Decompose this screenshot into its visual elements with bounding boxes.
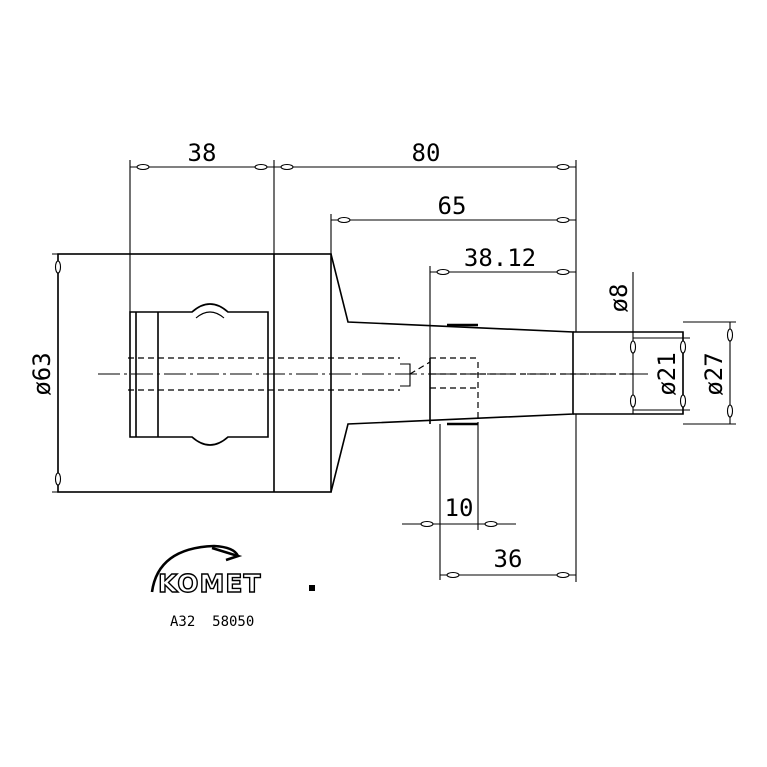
dimension-36-label: 36 <box>494 545 523 573</box>
part-outline <box>57 253 684 493</box>
dimension-dia-21-label: ø21 <box>653 352 681 395</box>
part-code: A32 58050 <box>170 614 254 630</box>
dimension-dia-21: ø21 <box>629 332 690 414</box>
dimension-38-label: 38 <box>188 139 217 167</box>
dimension-10: 10 <box>402 424 516 580</box>
dimension-dia-63: ø63 <box>28 253 130 493</box>
dimension-38: 38 <box>129 139 275 312</box>
dimension-dia-8-label: ø8 <box>605 284 633 313</box>
dimension-10-label: 10 <box>445 494 474 522</box>
dimension-65: 65 <box>330 192 576 254</box>
dimension-dia-27: ø27 <box>683 321 736 425</box>
dimension-80-label: 80 <box>412 139 441 167</box>
dimension-38-12: 38.12 <box>429 244 576 358</box>
dimension-65-label: 65 <box>438 192 467 220</box>
dimension-80: 80 <box>274 139 577 332</box>
komet-logo: KOMET A32 58050 <box>150 544 315 630</box>
logo-dot <box>309 585 315 591</box>
dimension-36: 36 <box>440 414 577 582</box>
dimension-38-12-label: 38.12 <box>464 244 536 272</box>
dimension-dia-27-label: ø27 <box>700 352 728 395</box>
dimension-dia-8: ø8 <box>605 272 634 332</box>
dimension-dia-63-label: ø63 <box>28 352 56 395</box>
komet-logo-text: KOMET <box>158 569 262 598</box>
